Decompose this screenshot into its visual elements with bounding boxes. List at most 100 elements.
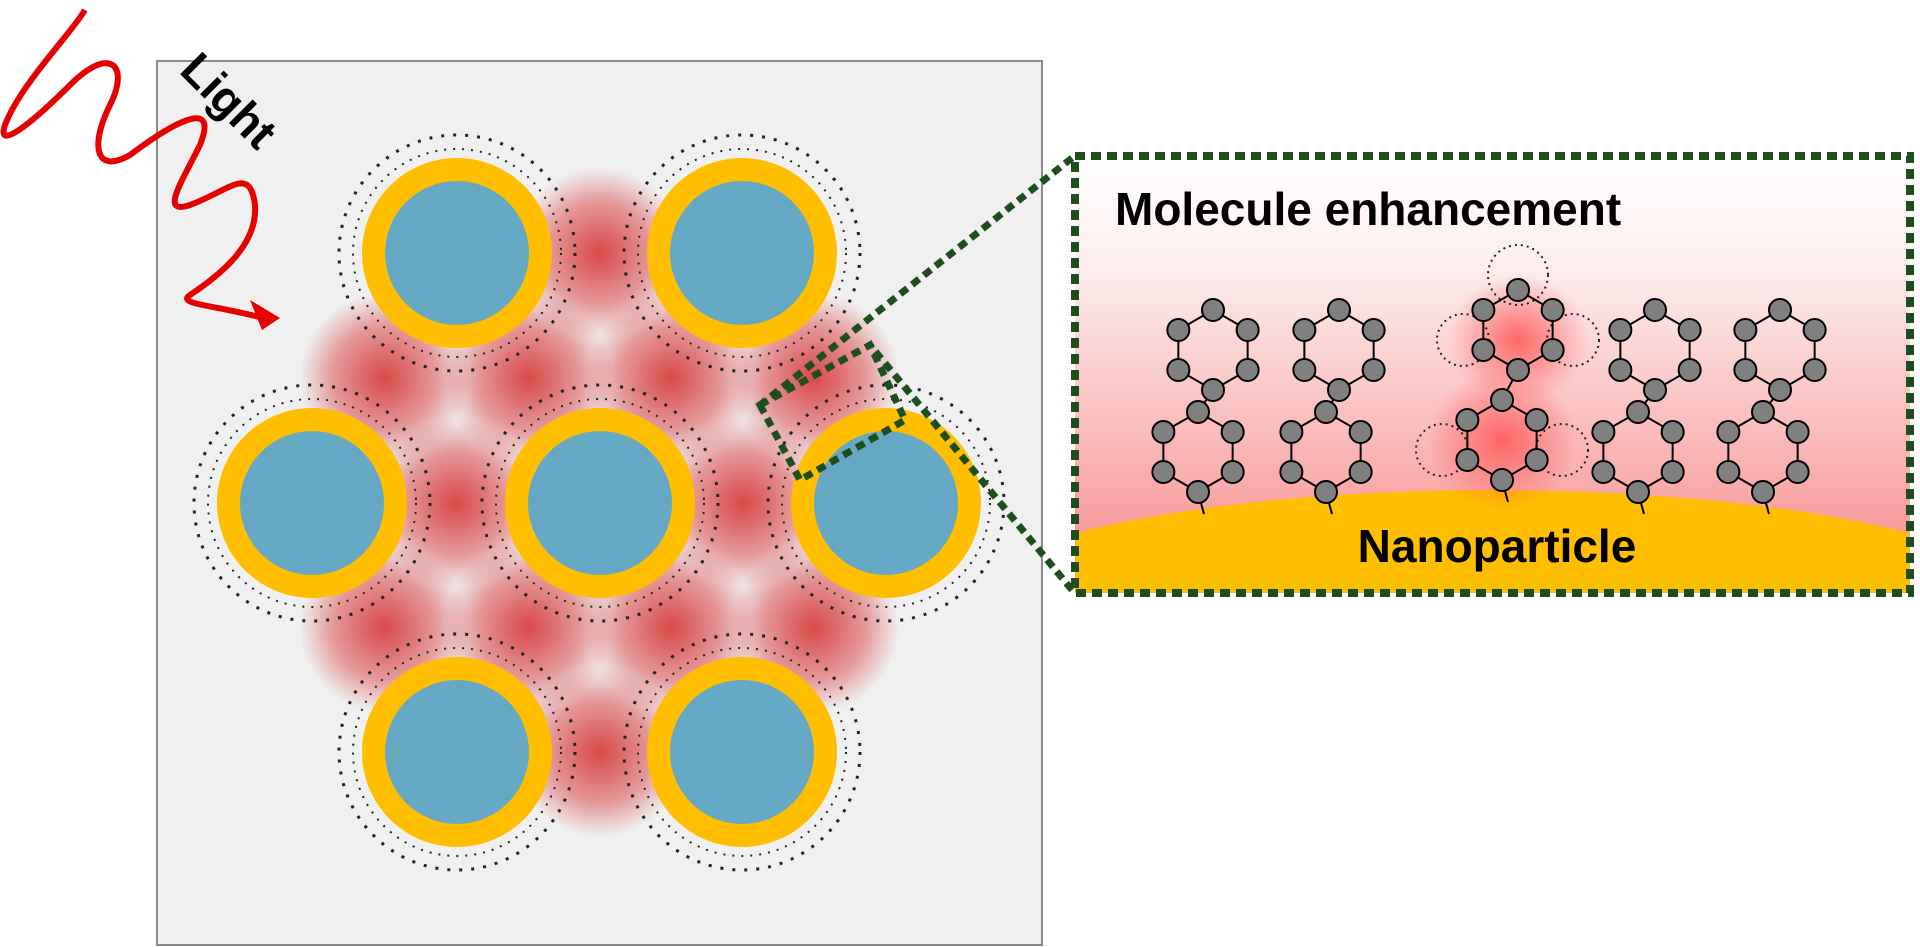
molecule-corona (337, 632, 577, 872)
atom (1220, 420, 1245, 444)
atom (1626, 400, 1650, 424)
atom (1151, 460, 1176, 484)
nanoparticle (337, 133, 577, 373)
atom (1751, 480, 1775, 504)
atom (1643, 298, 1667, 322)
nanoparticle (480, 383, 720, 623)
atom (1540, 338, 1565, 362)
atom (1677, 358, 1702, 382)
atom (1733, 358, 1758, 382)
atom (1166, 358, 1191, 382)
atom (1292, 358, 1317, 382)
atom (1733, 318, 1758, 342)
atom (1608, 318, 1633, 342)
atom (1716, 460, 1741, 484)
molecule (1591, 298, 1702, 515)
atom (1490, 388, 1514, 412)
molecule (1716, 298, 1827, 515)
atom (1220, 460, 1245, 484)
hotspot (514, 667, 685, 837)
hotspot (658, 418, 828, 588)
atom (1608, 358, 1633, 382)
atom (1361, 318, 1386, 342)
molecule-corona (207, 398, 417, 608)
atom (1166, 318, 1191, 342)
atom (1235, 318, 1260, 342)
atom (1626, 480, 1650, 504)
atom (1540, 298, 1565, 322)
inset-title: Molecule enhancement (1115, 183, 1621, 235)
atom (1186, 480, 1210, 504)
atom (1279, 460, 1304, 484)
molecule-corona (637, 647, 847, 857)
atom (1361, 358, 1386, 382)
particle-core (385, 181, 529, 325)
atom (1348, 460, 1373, 484)
atom (1186, 400, 1210, 424)
particle-core (814, 431, 958, 575)
atom (1785, 420, 1810, 444)
atom (1455, 408, 1480, 432)
atom (1785, 460, 1810, 484)
atom (1314, 400, 1338, 424)
atom (1314, 480, 1338, 504)
molecule (1415, 244, 1600, 510)
particle-core (385, 680, 529, 824)
atom (1802, 358, 1827, 382)
atom (1506, 358, 1530, 382)
hotspot (371, 418, 541, 588)
atom (1660, 460, 1685, 484)
molecule-corona (622, 133, 862, 373)
nanoparticle (766, 383, 1006, 623)
atom (1235, 358, 1260, 382)
atom (1802, 318, 1827, 342)
nanoparticle-surface (1075, 490, 1910, 593)
atom (1506, 278, 1530, 302)
vibration-mark (1535, 423, 1589, 477)
atom (1471, 298, 1496, 322)
atom (1471, 338, 1496, 362)
molecule-corona (352, 148, 562, 358)
molecule-corona (337, 133, 577, 373)
molecule-corona (352, 647, 562, 857)
atom (1327, 298, 1351, 322)
atom (1327, 378, 1351, 402)
nanoparticle (622, 632, 862, 872)
light-wave-icon (0, 8, 271, 323)
molecule (1279, 298, 1386, 515)
nanoparticle (622, 133, 862, 373)
molecule-corona (637, 148, 847, 358)
nanoparticle (192, 383, 432, 623)
molecule-corona (781, 398, 991, 608)
atom (1768, 378, 1792, 402)
atom (1643, 378, 1667, 402)
vibration-mark (1487, 244, 1549, 306)
atom (1524, 408, 1549, 432)
atom (1768, 298, 1792, 322)
vibration-mark (1546, 313, 1600, 367)
atom (1751, 400, 1775, 424)
atom (1201, 378, 1225, 402)
nanoparticle (337, 632, 577, 872)
atom (1490, 468, 1514, 492)
atom (1524, 448, 1549, 472)
molecule-enhancement-inset: Molecule enhancement Nanoparticle (1071, 152, 1914, 597)
molecule-corona (192, 383, 432, 623)
molecule-corona (622, 632, 862, 872)
atom (1279, 420, 1304, 444)
nanoparticle-array (192, 133, 1006, 872)
zoom-indicator (755, 155, 1075, 593)
atom (1151, 420, 1176, 444)
atom (1716, 420, 1741, 444)
molecule-corona (480, 383, 720, 623)
atom (1591, 460, 1616, 484)
atom (1455, 448, 1480, 472)
molecule-corona (495, 398, 705, 608)
particle-core (670, 181, 814, 325)
light-arrowhead-icon (250, 300, 280, 330)
atom (1348, 420, 1373, 444)
atom (1201, 298, 1225, 322)
atom (1660, 420, 1685, 444)
particle-core (670, 680, 814, 824)
nanoparticle-label: Nanoparticle (1358, 520, 1637, 572)
